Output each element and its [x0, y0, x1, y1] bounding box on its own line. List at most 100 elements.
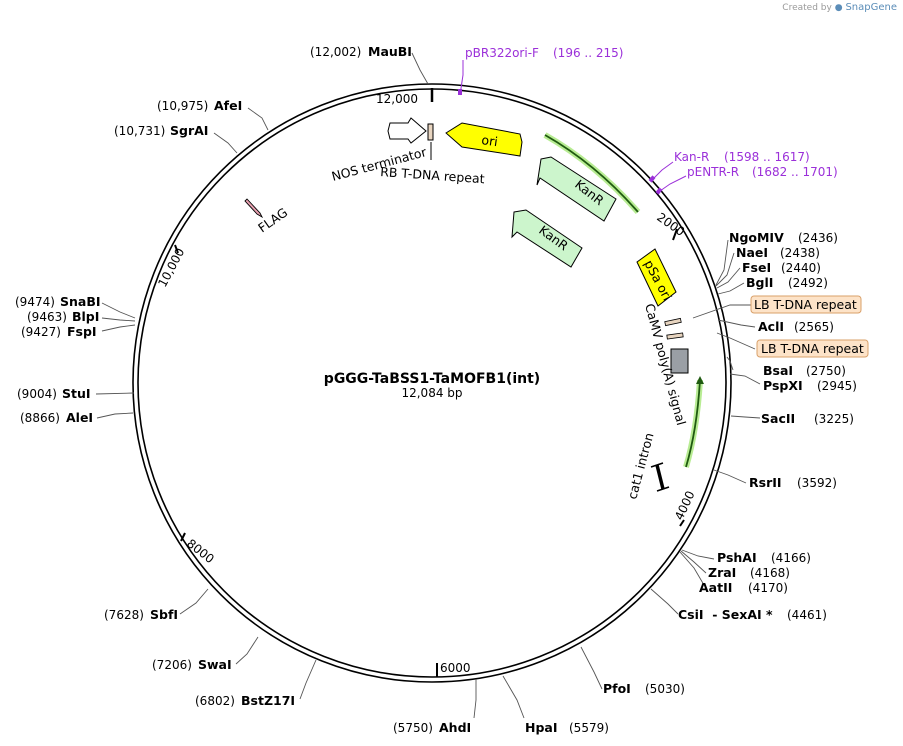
site-name-alei[interactable]: AleI — [66, 410, 93, 425]
site-pos-alei: (8866) — [20, 411, 60, 425]
site-pos-pshai: (4166) — [771, 551, 811, 565]
site-pos-aatii: (4170) — [748, 581, 788, 595]
leader-bsai — [726, 356, 734, 371]
primer-mark-kan-r[interactable] — [648, 175, 656, 183]
cat1-intron-feature[interactable] — [655, 464, 665, 490]
leader-pshai — [681, 549, 715, 560]
site-name-ahdi[interactable]: AhdI — [439, 720, 471, 735]
leader-naei — [715, 252, 735, 287]
primer-leader-kan-r — [652, 161, 674, 180]
rb-tdna-repeat-box[interactable] — [427, 123, 434, 141]
site-name-ngomiv[interactable]: NgoMIV — [729, 230, 784, 245]
site-pos-swai: (7206) — [152, 658, 192, 672]
tick-label-12000: 12,000 — [376, 92, 418, 106]
site-pos-bsai: (2750) — [806, 364, 846, 378]
site-name-pshai[interactable]: PshAI — [717, 550, 757, 565]
primer-layer: pBR322ori-F (196 .. 215) Kan-R (1598 .. … — [458, 46, 838, 195]
flag-feature[interactable] — [244, 198, 264, 219]
psa-ori-feature[interactable] — [636, 248, 677, 307]
site-pos-snabi: (9474) — [15, 295, 55, 309]
site-pos-ngomiv: (2436) — [798, 231, 838, 245]
snapgene-credit: Created by ● SnapGene — [782, 2, 897, 13]
cat1-orf-line — [685, 379, 701, 468]
backbone-outer-ring — [132, 83, 732, 683]
tick-label-2000: 2000 — [654, 210, 687, 239]
camv-polya-feature[interactable] — [670, 348, 689, 374]
site-name-pfoi[interactable]: PfoI — [603, 681, 631, 696]
site-name-maubi[interactable]: MauBI — [368, 44, 412, 59]
kanr-feature-arrow-outer[interactable] — [536, 156, 617, 222]
site-name-sgrai[interactable]: SgrAI — [170, 123, 208, 138]
tick-label-8000: 8000 — [184, 536, 217, 566]
site-pos-afei: (10,975) — [157, 99, 208, 113]
site-name-aatii[interactable]: AatII — [699, 580, 732, 595]
lb-tdna-repeat-callout-label-1: LB T-DNA repeat — [754, 297, 857, 312]
site-name-bgli[interactable]: BglI — [746, 275, 773, 290]
leader-acli — [717, 319, 756, 328]
site-name-fsei[interactable]: FseI — [742, 260, 771, 275]
leader-csii — [650, 588, 679, 615]
tick-10000 — [174, 244, 179, 254]
leader-zrai — [680, 550, 707, 574]
site-name-hpai[interactable]: HpaI — [525, 720, 558, 735]
flag-label: FLAG — [255, 205, 290, 236]
site-pos-acli: (2565) — [794, 320, 834, 334]
site-name-acli[interactable]: AclI — [758, 319, 784, 334]
site-name-sacii[interactable]: SacII — [761, 411, 795, 426]
tick-2000 — [672, 228, 678, 241]
tick-marks — [174, 88, 685, 677]
primer-name-kan-r: Kan-R — [674, 150, 709, 164]
nos-terminator-arrow[interactable] — [387, 117, 427, 144]
primer-name-pentr-r: pENTR-R — [687, 165, 739, 179]
site-pos-fsei: (2440) — [781, 261, 821, 275]
site-pos-pspxi: (2945) — [817, 379, 857, 393]
primer-range-kan-r: (1598 .. 1617) — [724, 150, 810, 164]
ori-feature-arrow[interactable] — [445, 122, 523, 157]
credit-prefix: Created by — [782, 3, 832, 13]
site-name-csii-sexai[interactable]: CsiI - SexAI * — [678, 607, 773, 622]
leader-afei — [247, 107, 269, 131]
leader-pfoi — [580, 646, 603, 690]
site-name-afei[interactable]: AfeI — [214, 98, 242, 113]
leader-bstz17i — [299, 659, 317, 700]
primer-range-pbr322ori-f: (196 .. 215) — [553, 46, 623, 60]
primer-mark-pbr322ori-f[interactable] — [458, 89, 462, 95]
site-name-sbfi[interactable]: SbfI — [150, 607, 178, 622]
site-name-fspi[interactable]: FspI — [67, 324, 97, 339]
leader-ngomiv — [715, 239, 729, 286]
lb-tdna-repeat-callout-2[interactable] — [756, 339, 869, 358]
site-pos-zrai: (4168) — [750, 566, 790, 580]
site-pos-stui: (9004) — [17, 387, 57, 401]
site-name-rsrii[interactable]: RsrII — [749, 475, 782, 490]
primer-range-pentr-r: (1682 .. 1701) — [752, 165, 838, 179]
site-pos-fspi: (9427) — [21, 325, 61, 339]
plasmid-title: pGGG-TaBSS1-TaMOFB1(int) — [324, 371, 540, 387]
leader-alei — [96, 412, 134, 419]
site-pos-blpi: (9463) — [27, 310, 67, 324]
site-name-swai[interactable]: SwaI — [198, 657, 232, 672]
site-name-bstz17i[interactable]: BstZ17I — [241, 693, 295, 708]
cat1-intron-label: cat1 intron — [624, 431, 656, 501]
site-name-pspxi[interactable]: PspXI — [763, 378, 803, 393]
plasmid-length: 12,084 bp — [401, 386, 462, 400]
lb-tdna-repeat-callout-1[interactable] — [750, 295, 862, 314]
site-name-naei[interactable]: NaeI — [736, 245, 768, 260]
feature-callouts: LB T-DNA repeat LB T-DNA repeat — [750, 295, 869, 358]
primer-mark-pentr-r[interactable] — [655, 187, 663, 195]
site-name-stui[interactable]: StuI — [62, 386, 91, 401]
lb-tdna-repeat-mark-2[interactable] — [666, 332, 684, 340]
leader-lb-tdna-2 — [716, 332, 756, 350]
lb-tdna-repeat-mark-1[interactable] — [664, 317, 682, 327]
kanr-orf-line — [544, 134, 639, 213]
rb-tdna-repeat-label: RB T-DNA repeat — [380, 164, 485, 186]
site-pos-sacii: (3225) — [814, 412, 854, 426]
credit-brand: SnapGene — [845, 2, 897, 13]
tick-8000 — [180, 532, 186, 542]
site-name-bsai[interactable]: BsaI — [763, 363, 793, 378]
leader-hpai — [502, 675, 525, 719]
kanr-feature-arrow-inner[interactable] — [511, 209, 583, 268]
site-name-blpi[interactable]: BlpI — [72, 309, 99, 324]
site-name-snabi[interactable]: SnaBI — [60, 294, 101, 309]
leader-sbfi — [179, 588, 209, 615]
site-name-zrai[interactable]: ZraI — [708, 565, 736, 580]
